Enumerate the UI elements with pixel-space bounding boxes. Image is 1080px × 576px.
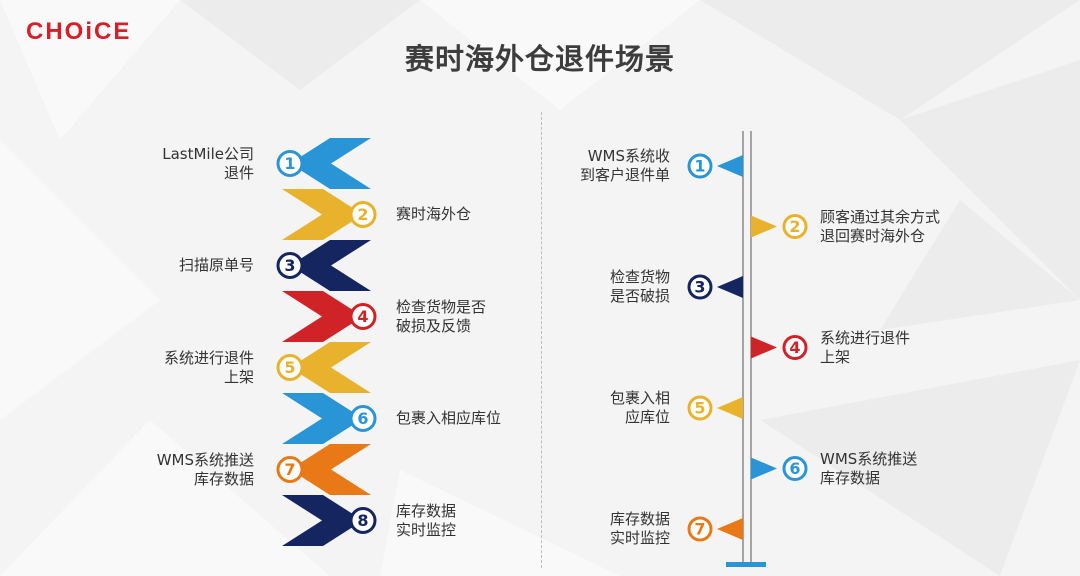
zigzag-step-7-label-line: 库存数据 (193, 469, 254, 488)
timeline-badge-7: 7 (687, 516, 713, 542)
timeline-step-5-label: 包裹入相应库位 (610, 389, 670, 427)
zigzag-chevron-3 (290, 240, 371, 291)
zigzag-step-8-label-line: 库存数据 (396, 501, 457, 520)
zigzag-step-1-label-line: 退件 (223, 163, 254, 182)
svg-text:3: 3 (694, 278, 705, 297)
zigzag-step-4-label-line: 破损及反馈 (396, 316, 472, 335)
zigzag-step-5-label-line: 系统进行退件 (163, 348, 254, 367)
timeline-pointer-5 (717, 397, 743, 419)
svg-text:4: 4 (789, 338, 800, 357)
timeline-badge-2: 2 (782, 214, 808, 239)
svg-text:5: 5 (284, 358, 295, 377)
page-title: 赛时海外仓退件场景 (404, 42, 675, 76)
svg-text:5: 5 (694, 399, 705, 418)
zigzag-step-7-label-line: WMS系统推送 (156, 450, 254, 469)
zigzag-badge-4: 4 (349, 303, 377, 330)
svg-text:8: 8 (357, 511, 368, 530)
timeline-step-5-label-line: 应库位 (624, 408, 670, 426)
svg-text:4: 4 (357, 307, 368, 326)
timeline-pointer-4 (751, 336, 777, 359)
timeline-badge-6: 6 (782, 456, 808, 481)
timeline-step-3-label: 检查货物是否破损 (610, 268, 670, 306)
zigzag-chevron-1 (290, 138, 371, 189)
timeline-pointer-3 (717, 276, 743, 298)
zigzag-step-6-label-line: 包裹入相应库位 (396, 409, 502, 427)
choice-logo: CHOiCE (26, 18, 132, 45)
zigzag-badge-8: 8 (349, 507, 377, 534)
zigzag-chevron-8 (282, 495, 363, 546)
timeline-base (726, 562, 766, 567)
svg-text:7: 7 (284, 460, 295, 479)
svg-text:6: 6 (789, 459, 800, 478)
zigzag-step-3-label-line: 扫描原单号 (178, 256, 254, 274)
timeline-badge-4: 4 (782, 335, 808, 360)
timeline-badge-1: 1 (687, 153, 713, 179)
zigzag-step-1-label: LastMile公司退件 (162, 145, 254, 183)
timeline-step-6-label-line: WMS系统推送 (820, 449, 918, 468)
timeline-step-7-label-line: 实时监控 (609, 529, 670, 547)
timeline-pointer-7 (717, 518, 743, 540)
zigzag-step-3-label: 扫描原单号 (179, 256, 254, 275)
timeline-step-4-label-line: 上架 (820, 347, 851, 366)
timeline-step-3-label-line: 是否破损 (609, 287, 670, 305)
timeline-step-1-label-line: 到客户退件单 (579, 166, 670, 184)
section-divider (541, 112, 542, 568)
zigzag-step-6-label: 包裹入相应库位 (396, 409, 501, 428)
timeline-pointer-6 (751, 457, 777, 480)
zigzag-step-2-label-line: 赛时海外仓 (396, 205, 472, 223)
timeline-step-4-label: 系统进行退件上架 (820, 329, 910, 367)
zigzag-step-5-label: 系统进行退件上架 (164, 349, 254, 387)
timeline-step-3-label-line: 检查货物 (609, 268, 670, 286)
timeline-pointer-1 (717, 155, 743, 177)
timeline-step-6-label: WMS系统推送库存数据 (820, 450, 917, 488)
svg-text:7: 7 (694, 520, 705, 539)
timeline-step-1-label-line: WMS系统收 (587, 147, 670, 165)
zigzag-step-8-label: 库存数据实时监控 (396, 502, 456, 540)
zigzag-badge-2: 2 (349, 201, 377, 228)
timeline-step-1-label: WMS系统收到客户退件单 (580, 147, 670, 185)
timeline-step-6-label-line: 库存数据 (820, 468, 881, 487)
svg-text:1: 1 (694, 157, 705, 176)
zigzag-step-8-label-line: 实时监控 (396, 520, 457, 539)
timeline-badge-3: 3 (687, 274, 713, 300)
zigzag-chevron-6 (282, 393, 363, 444)
timeline-step-2-label-line: 顾客通过其余方式 (820, 207, 941, 226)
zigzag-badge-1: 1 (276, 150, 304, 177)
zigzag-chevron-4 (282, 291, 363, 342)
timeline-step-2-label: 顾客通过其余方式退回赛时海外仓 (820, 208, 940, 246)
zigzag-badge-5: 5 (276, 354, 304, 381)
timeline-step-7-label: 库存数据实时监控 (610, 510, 670, 548)
timeline-pointer-2 (751, 215, 777, 238)
zigzag-chevron-7 (290, 444, 371, 495)
zigzag-chevron-2 (282, 189, 363, 240)
zigzag-step-1-label-line: LastMile公司 (162, 144, 254, 163)
svg-text:2: 2 (357, 205, 368, 224)
timeline-step-7-label-line: 库存数据 (609, 510, 670, 528)
zigzag-step-4-label: 检查货物是否破损及反馈 (396, 298, 486, 336)
zigzag-step-4-label-line: 检查货物是否 (396, 297, 487, 316)
zigzag-step-5-label-line: 上架 (223, 367, 254, 386)
zigzag-badge-6: 6 (349, 405, 377, 432)
timeline-step-2-label-line: 退回赛时海外仓 (820, 226, 926, 245)
zigzag-step-7-label: WMS系统推送库存数据 (157, 451, 254, 489)
timeline-step-4-label-line: 系统进行退件 (820, 328, 911, 347)
svg-text:2: 2 (789, 217, 800, 236)
svg-text:6: 6 (357, 409, 368, 428)
zigzag-badge-3: 3 (276, 252, 304, 279)
zigzag-chevron-5 (290, 342, 371, 393)
zigzag-badge-7: 7 (276, 456, 304, 483)
timeline-badge-5: 5 (687, 395, 713, 421)
svg-text:3: 3 (284, 256, 295, 275)
zigzag-step-2-label: 赛时海外仓 (396, 205, 471, 224)
timeline-step-5-label-line: 包裹入相 (609, 389, 670, 407)
svg-text:1: 1 (284, 154, 295, 173)
